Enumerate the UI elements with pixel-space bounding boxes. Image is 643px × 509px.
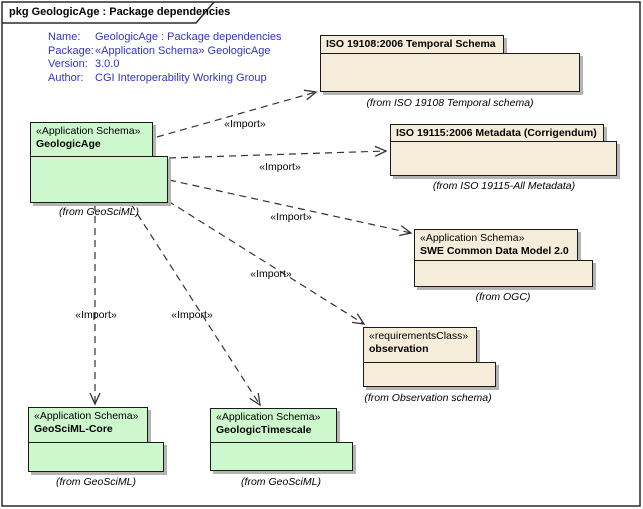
- package-geologicage-body[interactable]: [30, 156, 168, 203]
- package-observation-caption: (from Observation schema): [364, 392, 492, 404]
- import-label-geologictimescale: «Import»: [171, 309, 213, 321]
- frame-title: pkg GeologicAge : Package dependencies: [9, 6, 231, 18]
- metadata-row: Name: GeologicAge : Package dependencies: [48, 31, 282, 45]
- package-iso19108-tab[interactable]: ISO 19108:2006 Temporal Schema: [320, 35, 504, 54]
- import-edge-observation[interactable]: [167, 200, 366, 325]
- package-name: GeologicAge: [36, 138, 101, 150]
- metadata-label: Author:: [48, 71, 84, 84]
- import-label-observation: «Import»: [250, 268, 292, 280]
- package-geologicage-tab[interactable]: «Application Schema» GeologicAge: [30, 122, 153, 157]
- package-name: ISO 19108:2006 Temporal Schema: [326, 38, 496, 50]
- package-geosciml-core-body[interactable]: [28, 442, 164, 472]
- package-stereotype: «requirementsClass»: [369, 330, 469, 342]
- metadata-value: CGI Interoperability Working Group: [95, 71, 267, 84]
- import-edge-iso19108[interactable]: [156, 89, 318, 138]
- package-swe-common-caption: (from OGC): [475, 291, 531, 303]
- package-iso19115-body[interactable]: [390, 141, 617, 176]
- package-stereotype: «Application Schema»: [216, 411, 321, 423]
- import-edge-swe-common[interactable]: [168, 179, 413, 237]
- metadata-label: Package:: [48, 44, 94, 57]
- import-edge-geologictimescale[interactable]: [130, 203, 261, 407]
- metadata-label: Name:: [48, 31, 81, 43]
- metadata-value: 3.0.0: [95, 58, 120, 70]
- package-name: SWE Common Data Model 2.0: [420, 245, 569, 257]
- package-iso19115-tab[interactable]: ISO 19115:2006 Metadata (Corrigendum): [390, 124, 604, 142]
- package-swe-common-tab[interactable]: «Application Schema» SWE Common Data Mod…: [414, 229, 578, 261]
- metadata-row: Version: 3.0.0: [48, 58, 282, 72]
- package-swe-common-body[interactable]: [414, 260, 593, 287]
- diagram-metadata: Name: GeologicAge : Package dependencies…: [48, 31, 282, 85]
- package-geologictimescale-tab[interactable]: «Application Schema» GeologicTimescale: [210, 408, 337, 443]
- metadata-row: Package: «Application Schema» GeologicAg…: [48, 45, 282, 59]
- import-label-iso19115: «Import»: [259, 161, 301, 173]
- package-geologictimescale-body[interactable]: [210, 442, 353, 471]
- import-edge-iso19115[interactable]: [168, 145, 388, 159]
- package-geologicage-caption: (from GeoSciML): [59, 206, 139, 218]
- package-iso19108-body[interactable]: [320, 53, 580, 92]
- package-iso19115-caption: (from ISO 19115-All Metadata): [432, 180, 576, 192]
- package-geosciml-core-tab[interactable]: «Application Schema» GeoSciML-Core: [28, 407, 148, 443]
- package-stereotype: «Application Schema»: [36, 125, 141, 137]
- import-label-swe-common: «Import»: [270, 211, 312, 223]
- package-observation-tab[interactable]: «requirementsClass» observation: [363, 327, 477, 363]
- import-label-geosciml-core: «Import»: [75, 309, 117, 321]
- package-geosciml-core-caption: (from GeoSciML): [56, 476, 136, 488]
- package-name: observation: [369, 343, 429, 355]
- metadata-value: GeologicAge : Package dependencies: [95, 31, 282, 43]
- package-geologictimescale-caption: (from GeoSciML): [241, 476, 321, 488]
- package-observation-body[interactable]: [363, 362, 496, 387]
- package-name: GeologicTimescale: [216, 424, 312, 436]
- metadata-label: Version:: [48, 58, 88, 70]
- package-iso19108-caption: (from ISO 19108 Temporal schema): [366, 97, 534, 109]
- import-label-iso19108: «Import»: [224, 118, 266, 130]
- metadata-value: «Application Schema» GeologicAge: [95, 44, 271, 57]
- package-name: ISO 19115:2006 Metadata (Corrigendum): [396, 127, 597, 139]
- frame-label-tab: [2, 1, 215, 24]
- package-stereotype: «Application Schema»: [34, 410, 139, 422]
- package-name: GeoSciML-Core: [34, 423, 113, 435]
- metadata-row: Author: CGI Interoperability Working Gro…: [48, 72, 282, 86]
- package-stereotype: «Application Schema»: [420, 232, 525, 244]
